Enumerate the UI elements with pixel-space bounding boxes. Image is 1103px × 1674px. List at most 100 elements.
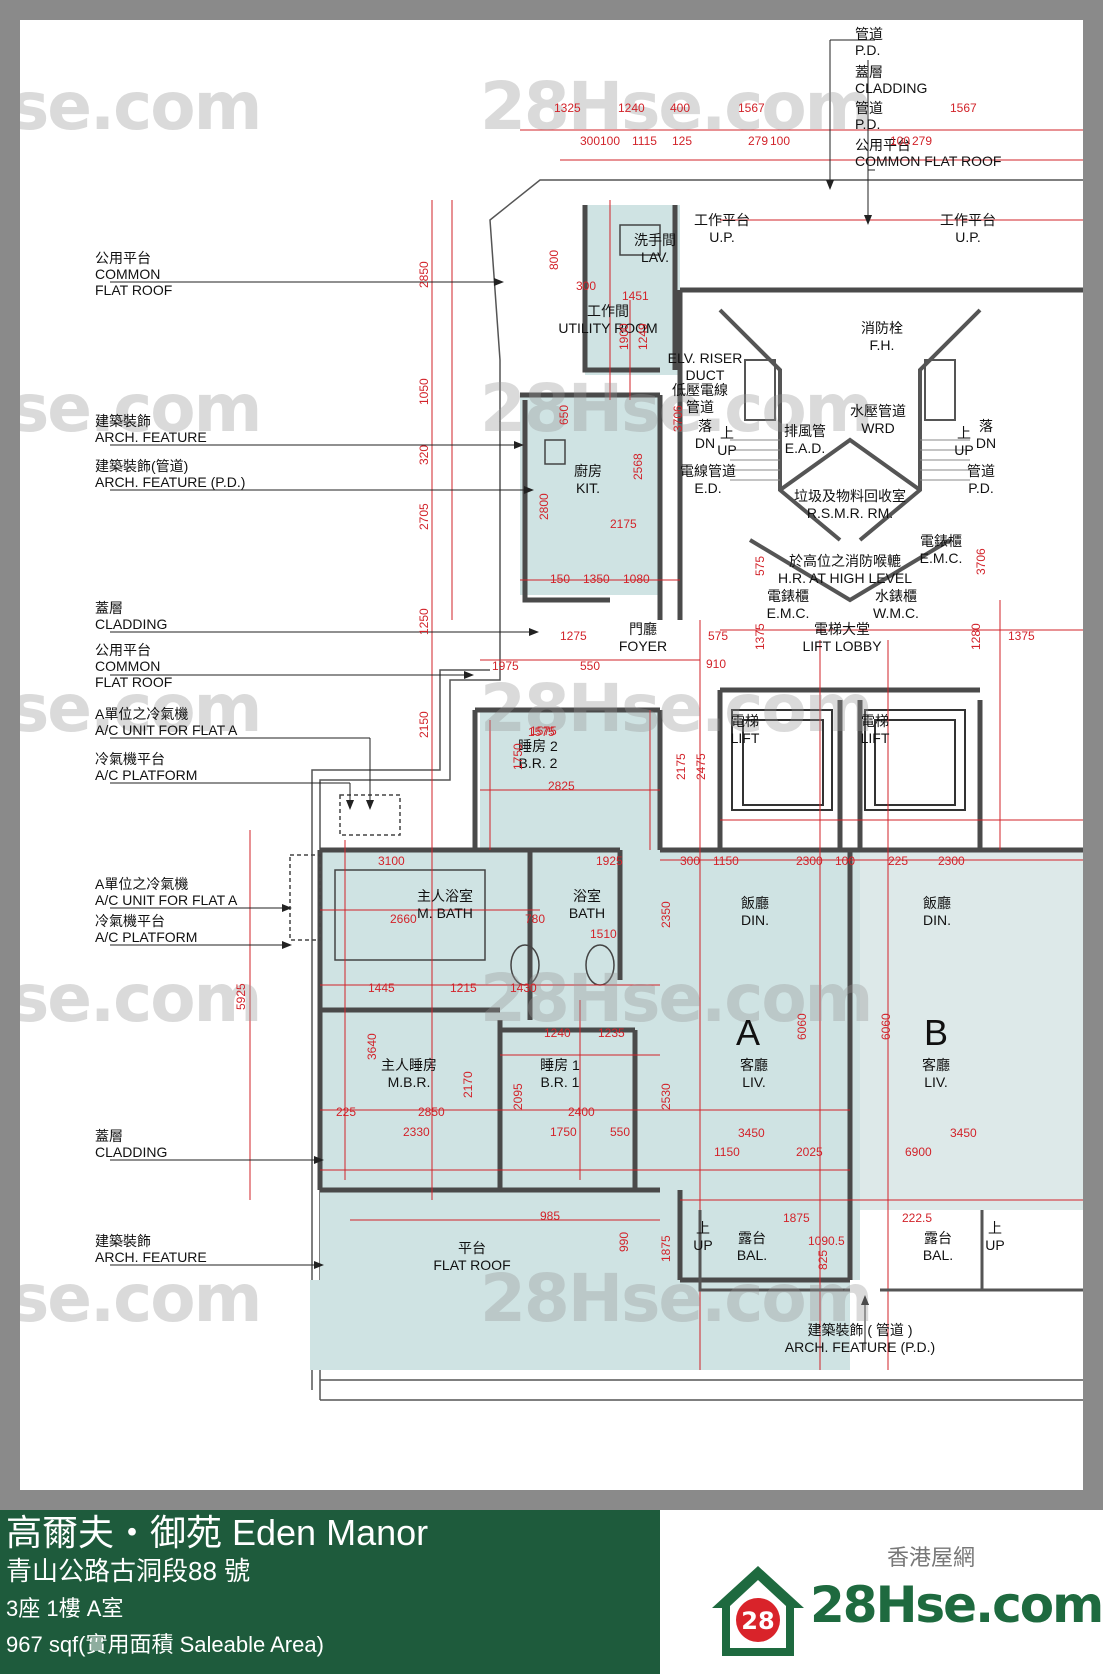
dimension-label: 279	[748, 134, 769, 148]
property-info-panel: 高爾夫・御苑 Eden Manor 青山公路古洞段88 號 3座 1樓 A室 9…	[0, 1510, 660, 1674]
dimension-label: 575	[708, 629, 729, 643]
dimension-label: 1115	[632, 134, 657, 148]
brand-logo-text: 28Hse.com	[810, 1576, 1103, 1634]
dimension-label: 550	[580, 659, 601, 673]
dimension-label: 2850	[417, 261, 431, 288]
dimension-label: 150	[550, 572, 571, 586]
dimension-label: 2170	[461, 1071, 475, 1098]
dimension-label: 3100	[378, 854, 405, 868]
dimension-label: 3706	[974, 548, 988, 575]
dimension-label: 1375	[1008, 629, 1035, 643]
dimension-label: 6060	[795, 1013, 809, 1040]
dimension-label: 575	[753, 555, 767, 576]
footer: 高爾夫・御苑 Eden Manor 青山公路古洞段88 號 3座 1樓 A室 9…	[0, 1510, 1103, 1674]
dimension-label: 320	[417, 444, 431, 465]
dimension-label: 125	[672, 134, 693, 148]
dimension-label: 5925	[234, 983, 248, 1010]
flat-letter-a: A	[735, 1012, 761, 1053]
dimension-label: 2175	[674, 753, 688, 780]
dimension-label: 2025	[796, 1145, 823, 1159]
address: 青山公路古洞段88 號	[6, 1556, 251, 1586]
dimension-label: 1750	[511, 743, 525, 770]
dimension-label: 400	[670, 101, 691, 115]
dimension-label: 1150	[714, 1145, 740, 1159]
dimension-label: 3706	[671, 405, 685, 432]
dimension-label: 1050	[417, 378, 431, 405]
dimension-label: 1575	[530, 724, 557, 738]
dimension-label: 1235	[598, 1026, 625, 1040]
dimension-label: 1325	[554, 101, 581, 115]
dimension-label: 1445	[368, 981, 395, 995]
dimension-label: 650	[557, 404, 571, 425]
dimension-label: 1925	[596, 854, 623, 868]
saleable-area: 967 sqf(實用面積 Saleable Area)	[6, 1632, 324, 1657]
dimension-label: 100	[835, 854, 856, 868]
dimension-label: 2660	[390, 912, 417, 926]
dimension-label: 2300	[938, 854, 965, 868]
dimension-label: 1090.5	[808, 1234, 845, 1248]
dimension-label: 1250	[417, 608, 431, 635]
dimension-label: 2568	[631, 453, 645, 480]
dimension-label: 1215	[450, 981, 477, 995]
dimension-label: 2150	[417, 711, 431, 738]
dimension-label: 100	[600, 134, 621, 148]
dimension-label: 910	[706, 657, 727, 671]
floor-plan-drawing	[110, 39, 1083, 1401]
dimension-label: 1350	[583, 572, 610, 586]
dimension-label: 3450	[950, 1126, 977, 1140]
dimension-label: 1080	[623, 572, 650, 586]
dimension-label: 2530	[659, 1083, 673, 1110]
dimension-label: 1567	[950, 101, 977, 115]
dimension-label: 1567	[738, 101, 765, 115]
dimension-label: 225	[336, 1105, 357, 1119]
dimension-label: 2330	[403, 1125, 430, 1139]
dimension-label: 825	[816, 1249, 830, 1270]
dimension-label: 222.5	[902, 1211, 933, 1225]
dimension-label: 2850	[418, 1105, 445, 1119]
dimension-label: 2800	[537, 493, 551, 520]
label-arch-feature-pd: 建築裝飾(管道)ARCH. FEATURE (P.D.)	[95, 458, 246, 490]
dimension-label: 1750	[550, 1125, 577, 1139]
dimension-label: 2705	[417, 503, 431, 530]
dimension-label: 2175	[610, 517, 637, 531]
dimension-label: 800	[547, 249, 561, 270]
dimension-label: 279	[912, 134, 933, 148]
dimension-label: 2300	[796, 854, 823, 868]
